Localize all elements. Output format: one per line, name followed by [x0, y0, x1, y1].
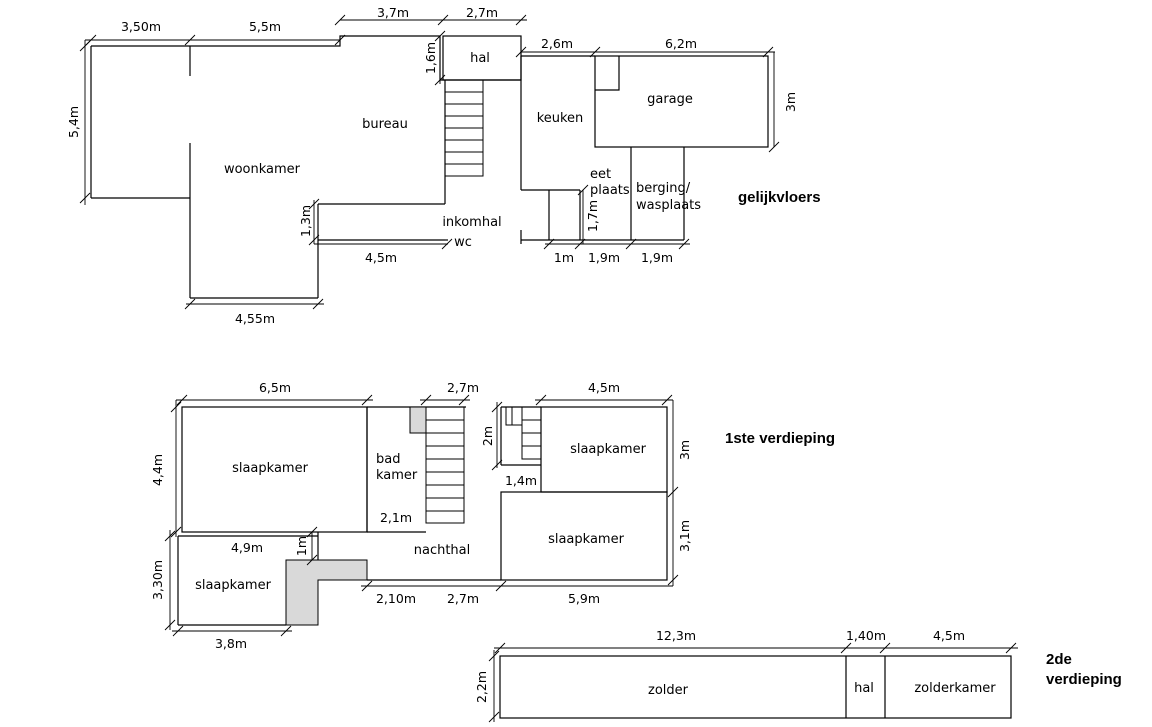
dim-label: 5,5m	[249, 19, 281, 34]
room-slaapkamer-4: slaapkamer	[195, 578, 271, 593]
dim-label: 3,1m	[677, 520, 692, 552]
room-slaapkamer-3: slaapkamer	[548, 532, 624, 547]
room-bureau: bureau	[362, 117, 408, 132]
dim-label: 3m	[677, 440, 692, 460]
room-hal: hal	[470, 51, 490, 66]
dim-label: 2,7m	[447, 591, 479, 606]
dim-label: 2,2m	[474, 671, 489, 703]
second-floor: zolder hal zolderkamer 12,3m 1,40m 4,5m …	[474, 628, 1122, 723]
dim-label: 4,55m	[235, 311, 275, 326]
dim-label: 2m	[480, 426, 495, 446]
room-berging: berging/	[636, 181, 691, 196]
room-wc: wc	[454, 235, 472, 250]
dim-label: 1,40m	[846, 628, 886, 643]
dim-label: 2,6m	[541, 36, 573, 51]
dim-label: 1,7m	[585, 200, 600, 232]
room-zolder: zolder	[648, 683, 689, 698]
ground-outline-left	[91, 35, 521, 81]
room-zolderkamer: zolderkamer	[914, 681, 996, 696]
dim-label: 2,10m	[376, 591, 416, 606]
dim-label: 4,4m	[150, 454, 165, 486]
room-garage: garage	[647, 92, 693, 107]
dim-label: 1,6m	[423, 42, 438, 74]
dim-label: 5,9m	[568, 591, 600, 606]
room-plaats: plaats	[590, 183, 630, 198]
room-slaapkamer-1: slaapkamer	[232, 461, 308, 476]
dim-label: 1,3m	[298, 205, 313, 237]
room-woonkamer: woonkamer	[224, 162, 301, 177]
dim-label: 1,9m	[588, 250, 620, 265]
floor-title-second-line1: 2de	[1046, 651, 1072, 668]
room-slaapkamer-2: slaapkamer	[570, 442, 646, 457]
dim-label: 3,30m	[150, 560, 165, 600]
dim-label: 6,5m	[259, 380, 291, 395]
dim-label: 2,7m	[447, 380, 479, 395]
room-keuken: keuken	[537, 111, 584, 126]
first-stairs	[425, 406, 542, 524]
chimney-block	[285, 559, 368, 626]
dim-label: 3,7m	[377, 5, 409, 20]
floor-title-second-line2: verdieping	[1046, 671, 1122, 688]
chimney-small	[409, 406, 427, 434]
dim-label: 3m	[783, 92, 798, 112]
dim-label: 3,50m	[121, 19, 161, 34]
dim-label: 1m	[294, 536, 309, 556]
floor-title-ground: gelijkvloers	[738, 189, 821, 206]
dim-label: 2,1m	[380, 510, 412, 525]
room-kamer: kamer	[376, 468, 418, 483]
room-wasplaats: wasplaats	[636, 198, 701, 213]
dim-label: 12,3m	[656, 628, 696, 643]
dim-label: 3,8m	[215, 636, 247, 651]
dim-label: 4,5m	[365, 250, 397, 265]
dim-label: 2,7m	[466, 5, 498, 20]
floor-title-first: 1ste verdieping	[725, 430, 835, 447]
room-bad: bad	[376, 452, 400, 467]
dim-label: 1,4m	[505, 473, 537, 488]
dim-label: 1,9m	[641, 250, 673, 265]
room-eet: eet	[590, 167, 611, 182]
dim-label: 1m	[554, 250, 574, 265]
room-inkomhal: inkomhal	[442, 215, 501, 230]
ground-stairs	[444, 79, 484, 177]
dim-label: 6,2m	[665, 36, 697, 51]
dim-label: 4,5m	[588, 380, 620, 395]
dim-label: 4,9m	[231, 540, 263, 555]
dim-label: 5,4m	[66, 106, 81, 138]
room-nachthal: nachthal	[414, 543, 471, 558]
dim-label: 4,5m	[933, 628, 965, 643]
first-floor: slaapkamer bad kamer slaapkamer slaapkam…	[150, 380, 835, 651]
ground-floor: woonkamer bureau hal keuken garage eet p…	[66, 5, 821, 326]
room-hal-2: hal	[854, 681, 874, 696]
